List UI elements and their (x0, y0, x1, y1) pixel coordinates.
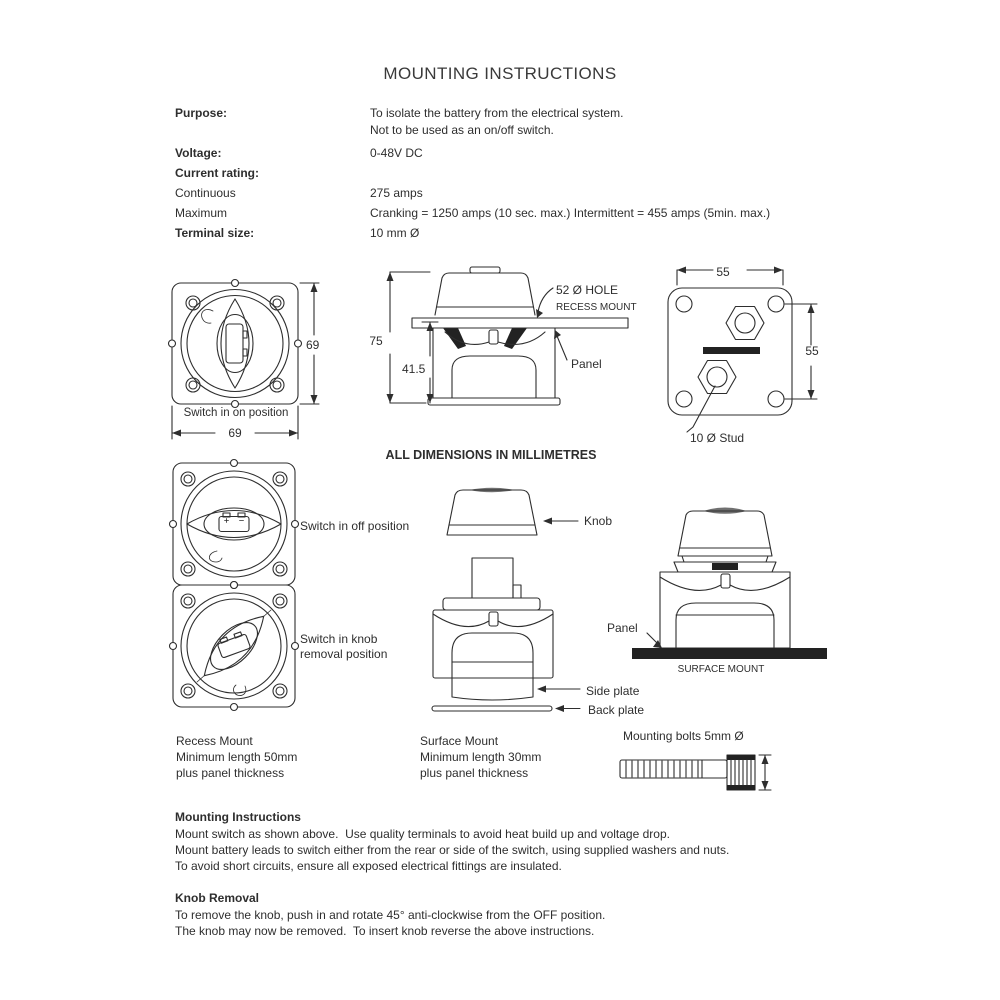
knob (677, 507, 773, 557)
switch-body-side (427, 327, 561, 406)
mounting-instructions-line-3: To avoid short circuits, ensure all expo… (175, 859, 562, 873)
terminal-size-label: Terminal size: (175, 226, 255, 240)
knob-off-horizontal (186, 507, 282, 541)
switch-body-exploded (432, 557, 554, 701)
maximum-label: Maximum (175, 206, 228, 220)
panel-label-surface: Panel (607, 621, 638, 635)
panel-cross-section (411, 317, 629, 329)
pointer-mark (233, 684, 247, 696)
exploded-view-diagram (431, 487, 581, 712)
hole-52-label: 52 Ø HOLE (556, 283, 619, 297)
recess-mount-label: RECESS MOUNT (556, 302, 637, 313)
switch-front-on-diagram (167, 278, 320, 440)
knob-removal-line-1: To remove the knob, push in and rotate 4… (175, 908, 606, 922)
terminal-stud-top (725, 305, 765, 341)
mounting-instructions-line-1: Mount switch as shown above. Use quality… (175, 827, 670, 841)
panel-label-recess: Panel (571, 357, 602, 371)
dim-height-69: 69 (306, 338, 320, 352)
continuous-label: Continuous (175, 186, 236, 200)
current-rating-label: Current rating: (175, 166, 259, 180)
knob-removal-45deg (203, 615, 265, 677)
voltage-label: Voltage: (175, 146, 222, 160)
link-bar (703, 347, 760, 354)
terminal-size-value: 10 mm Ø (370, 226, 420, 240)
knob-label: Knob (584, 514, 613, 528)
battery-icon (218, 512, 250, 533)
purpose-value-2: Not to be used as an on/off switch. (370, 123, 554, 137)
mounting-instructions-line-2: Mount battery leads to switch either fro… (175, 843, 730, 857)
switch-body-surface (659, 571, 791, 649)
battery-icon (217, 631, 251, 659)
front-removal-caption-2: removal position (300, 647, 388, 661)
knob-removal-heading: Knob Removal (175, 891, 260, 905)
dim-41-5: 41.5 (402, 362, 426, 376)
stud-label: 10 Ø Stud (690, 431, 745, 445)
surface-mount-diagram (632, 507, 827, 659)
battery-icon (225, 323, 248, 364)
knob (446, 487, 538, 536)
pointer-mark (201, 309, 214, 324)
dim-width-69: 69 (228, 426, 242, 440)
front-on-caption: Switch in on position (183, 407, 289, 419)
back-plate-label: Back plate (588, 703, 645, 717)
surface-mount-caption: SURFACE MOUNT (677, 664, 765, 675)
purpose-value-1: To isolate the battery from the electric… (370, 106, 624, 120)
knob-on-vertical (216, 298, 254, 389)
mounting-bolts-label: Mounting bolts 5mm Ø (623, 729, 744, 743)
continuous-value: 275 amps (370, 186, 423, 200)
switch-front-removal-diagram (168, 580, 300, 712)
knob-side (434, 266, 536, 316)
terminal-stud-bottom (697, 359, 737, 395)
purpose-label: Purpose: (175, 106, 228, 120)
mounting-instructions-heading: Mounting Instructions (175, 810, 301, 824)
side-plate-label: Side plate (586, 684, 640, 698)
dim-55-right: 55 (805, 344, 819, 358)
page-title: MOUNTING INSTRUCTIONS (383, 64, 617, 83)
mounting-bolt-diagram (619, 754, 772, 791)
front-off-caption: Switch in off position (300, 519, 410, 533)
voltage-value: 0-48V DC (370, 146, 423, 160)
back-plate (431, 705, 553, 712)
front-removal-caption-1: Switch in knob (300, 632, 378, 646)
dimensions-note: ALL DIMENSIONS IN MILLIMETRES (385, 448, 597, 462)
dim-75: 75 (369, 334, 383, 348)
recess-mount-diagram (386, 266, 629, 406)
pointer-mark (208, 550, 223, 563)
switch-back-diagram (667, 266, 818, 433)
dim-55-top: 55 (716, 265, 730, 279)
maximum-value: Cranking = 1250 amps (10 sec. max.) Inte… (370, 206, 771, 220)
switch-front-off-diagram (168, 458, 300, 590)
knob-removal-line-2: The knob may now be removed. To insert k… (175, 924, 595, 938)
panel-bar (632, 648, 827, 659)
